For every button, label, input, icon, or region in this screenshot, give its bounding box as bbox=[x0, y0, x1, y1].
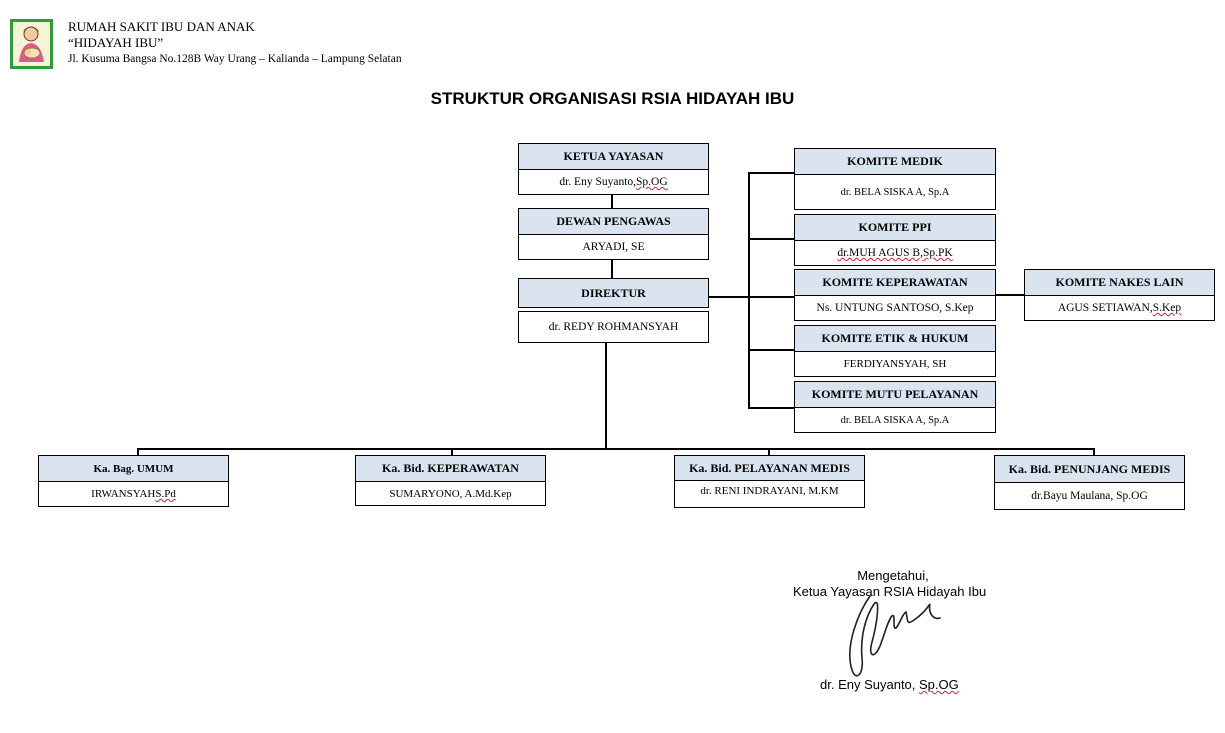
role-label: KOMITE MUTU PELAYANAN bbox=[795, 382, 995, 408]
signature-name: dr. Eny Suyanto, Sp.OG bbox=[820, 677, 959, 692]
box-bag-umum: Ka. Bag. UMUM IRWANSYAH S.Pd bbox=[38, 455, 229, 507]
hospital-name: “HIDAYAH IBU” bbox=[68, 35, 164, 50]
line-dewan-direktur bbox=[611, 259, 613, 279]
role-label: KOMITE KEPERAWATAN bbox=[795, 270, 995, 296]
line-drop-pelayanan bbox=[768, 448, 770, 456]
box-direktur-name: dr. REDY ROHMANSYAH bbox=[518, 311, 709, 343]
role-label: KOMITE MEDIK bbox=[795, 149, 995, 175]
box-dewan-pengawas: DEWAN PENGAWAS ARYADI, SE bbox=[518, 208, 709, 260]
line-direktur-committees bbox=[708, 296, 749, 298]
hospital-type: RUMAH SAKIT IBU DAN ANAK bbox=[68, 19, 255, 34]
role-label: KOMITE NAKES LAIN bbox=[1025, 270, 1214, 296]
box-komite-ppi: KOMITE PPI dr.MUH AGUS B,Sp.PK bbox=[794, 214, 996, 266]
line-ketua-dewan bbox=[611, 194, 613, 209]
role-label: Ka. Bag. UMUM bbox=[39, 456, 228, 482]
person-name: Ns. UNTUNG SANTOSO, S.Kep bbox=[816, 302, 974, 314]
line-to-nakes bbox=[994, 294, 1025, 296]
role-label: DEWAN PENGAWAS bbox=[519, 209, 708, 235]
line-direktur-down bbox=[605, 342, 607, 450]
box-komite-mutu-pelayanan: KOMITE MUTU PELAYANAN dr. BELA SISKA A, … bbox=[794, 381, 996, 433]
person-name: dr.MUH AGUS B,Sp.PK bbox=[837, 247, 953, 259]
line-to-medik bbox=[748, 172, 795, 174]
box-bid-pelayanan-medis: Ka. Bid. PELAYANAN MEDIS dr. RENI INDRAY… bbox=[674, 455, 865, 508]
person-name: dr. Eny Suyanto, Sp.OG bbox=[559, 176, 668, 188]
page-title: STRUKTUR ORGANISASI RSIA HIDAYAH IBU bbox=[430, 89, 795, 108]
line-to-ppi bbox=[748, 238, 795, 240]
role-label: Ka. Bid. KEPERAWATAN bbox=[356, 456, 545, 482]
line-committees-trunk bbox=[748, 172, 750, 409]
line-to-etik bbox=[748, 349, 795, 351]
signature-position: Ketua Yayasan RSIA Hidayah Ibu bbox=[793, 584, 987, 599]
hospital-logo-icon bbox=[10, 19, 53, 69]
line-drop-penunjang bbox=[1093, 448, 1095, 456]
role-label: Ka. Bid. PELAYANAN MEDIS bbox=[675, 456, 864, 481]
person-name: dr.Bayu Maulana, Sp.OG bbox=[1031, 490, 1148, 502]
hospital-address: Jl. Kusuma Bangsa No.128B Way Urang – Ka… bbox=[68, 53, 402, 65]
box-komite-medik: KOMITE MEDIK dr. BELA SISKA A, Sp.A bbox=[794, 148, 996, 210]
person-name: FERDIYANSYAH, SH bbox=[843, 358, 947, 370]
line-departments-bus bbox=[137, 448, 1094, 450]
role-label: KETUA YAYASAN bbox=[519, 144, 708, 170]
line-drop-keperawatan bbox=[451, 448, 453, 456]
role-label: DIREKTUR bbox=[519, 279, 708, 307]
person-name: dr. REDY ROHMANSYAH bbox=[548, 321, 679, 333]
line-to-keperawatan bbox=[748, 296, 795, 298]
person-name: SUMARYONO, A.Md.Kep bbox=[389, 487, 512, 500]
box-bid-keperawatan: Ka. Bid. KEPERAWATAN SUMARYONO, A.Md.Kep bbox=[355, 455, 546, 506]
person-name: AGUS SETIAWAN, S.Kep bbox=[1057, 302, 1182, 314]
signature-acknowledged: Mengetahui, bbox=[857, 568, 929, 583]
person-name: ARYADI, SE bbox=[582, 241, 645, 253]
role-label: KOMITE PPI bbox=[795, 215, 995, 241]
signature-mark-icon bbox=[830, 590, 950, 690]
box-ketua-yayasan: KETUA YAYASAN dr. Eny Suyanto, Sp.OG bbox=[518, 143, 709, 195]
box-komite-etik-hukum: KOMITE ETIK & HUKUM FERDIYANSYAH, SH bbox=[794, 325, 996, 377]
person-name: dr. BELA SISKA A, Sp.A bbox=[840, 414, 950, 426]
person-name: IRWANSYAH S.Pd bbox=[91, 488, 176, 500]
box-komite-nakes-lain: KOMITE NAKES LAIN AGUS SETIAWAN, S.Kep bbox=[1024, 269, 1215, 321]
line-to-mutu bbox=[748, 407, 795, 409]
box-komite-keperawatan: KOMITE KEPERAWATAN Ns. UNTUNG SANTOSO, S… bbox=[794, 269, 996, 321]
line-drop-umum bbox=[137, 448, 139, 456]
role-label: Ka. Bid. PENUNJANG MEDIS bbox=[995, 456, 1184, 483]
role-label: KOMITE ETIK & HUKUM bbox=[795, 326, 995, 352]
box-direktur-role: DIREKTUR bbox=[518, 278, 709, 308]
box-bid-penunjang-medis: Ka. Bid. PENUNJANG MEDIS dr.Bayu Maulana… bbox=[994, 455, 1185, 510]
person-name: dr. BELA SISKA A, Sp.A bbox=[840, 186, 950, 198]
person-name: dr. RENI INDRAYANI, M.KM bbox=[700, 485, 839, 497]
